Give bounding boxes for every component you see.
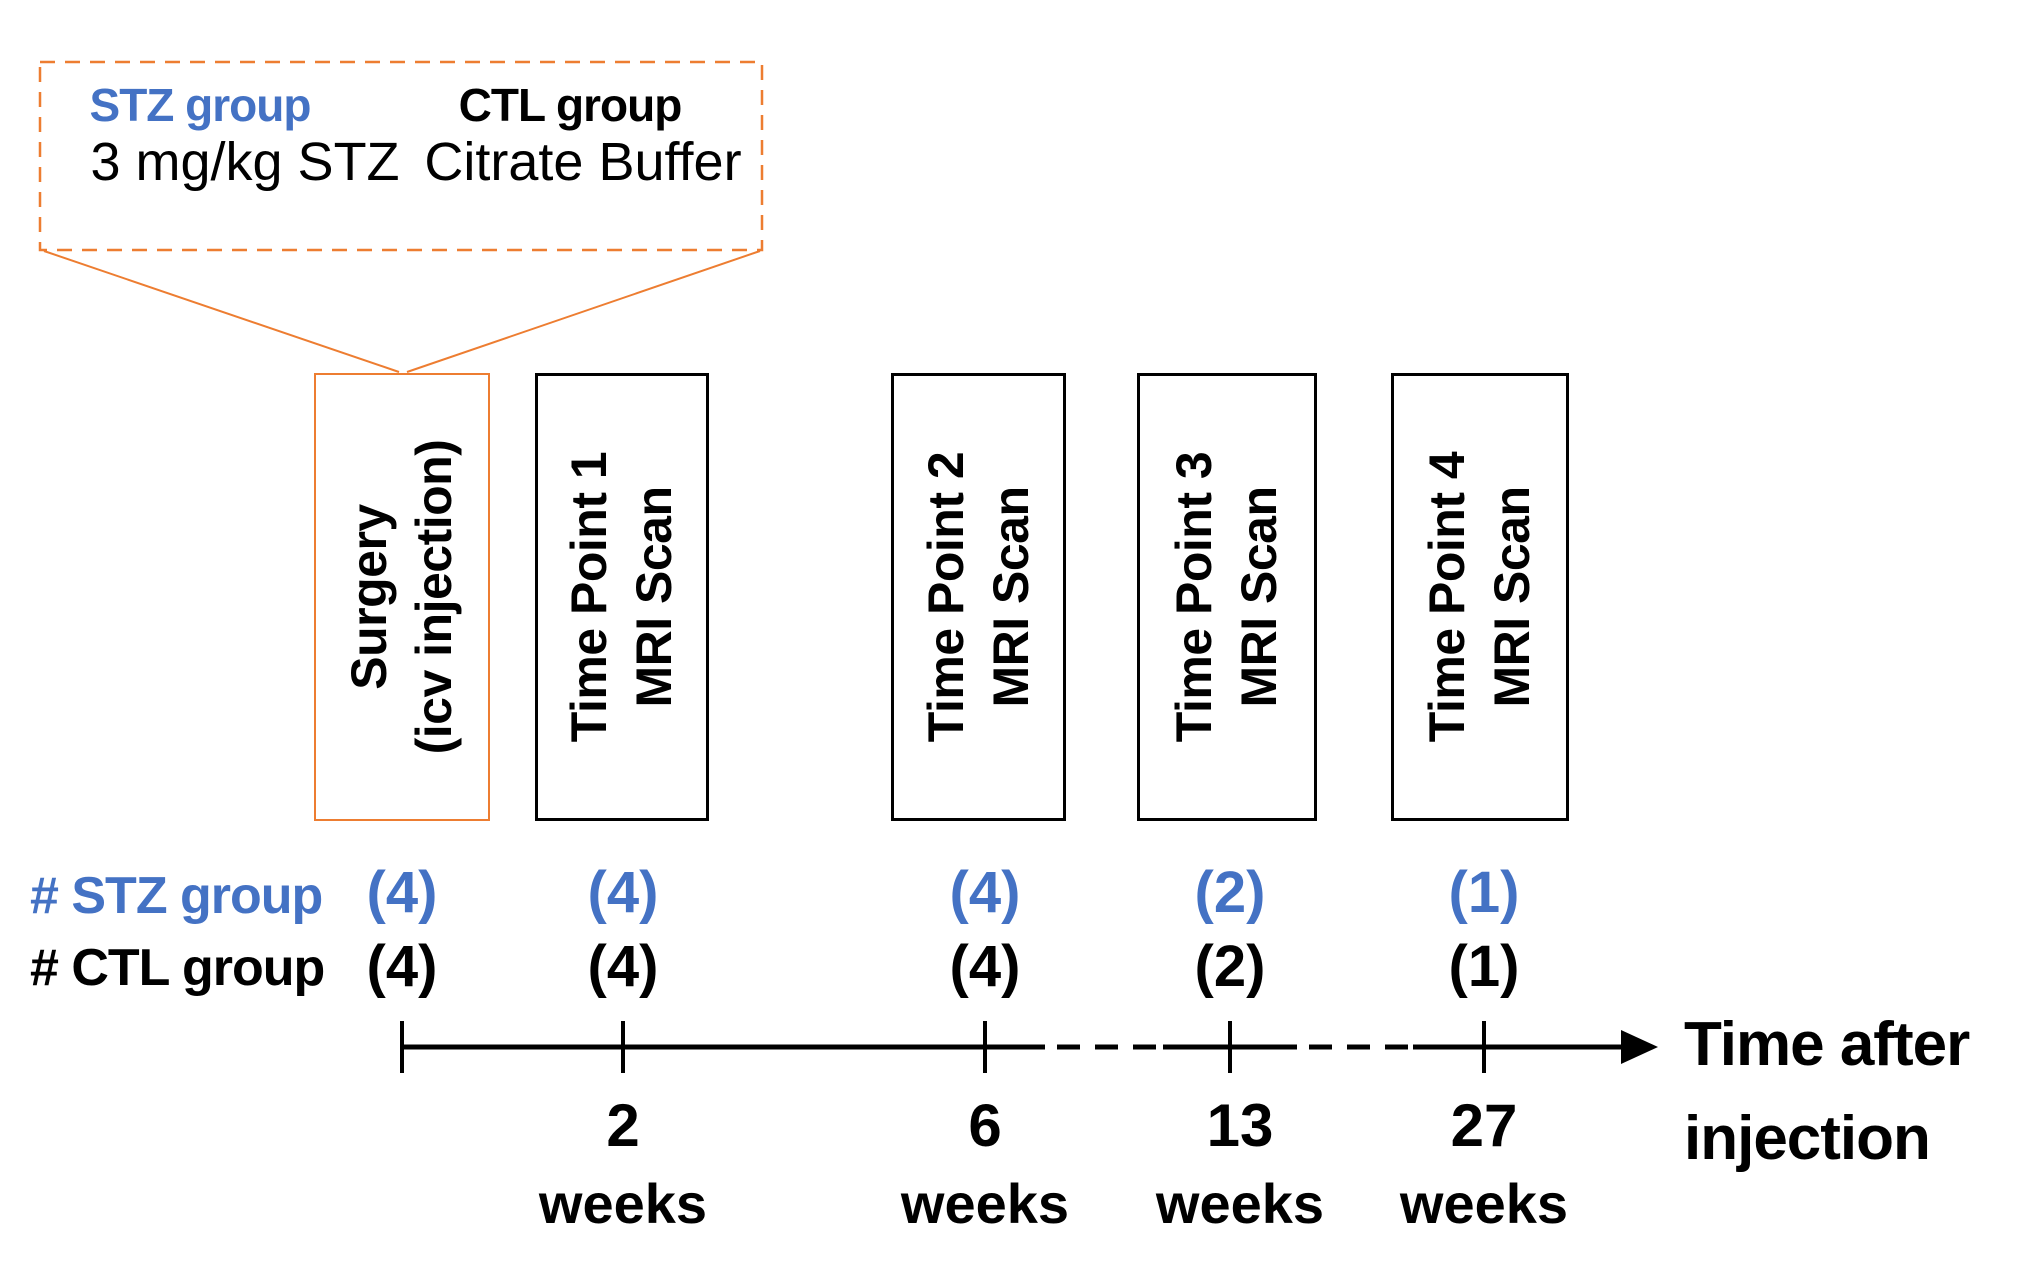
timepoint-4-line2: MRI Scan bbox=[1484, 486, 1540, 708]
axis-label-line2: injection bbox=[1684, 1104, 1931, 1174]
timepoint-2-line1: Time Point 2 bbox=[917, 451, 974, 743]
ctl-count-timepoint-2: (4) bbox=[949, 934, 1021, 999]
timepoint-1-line2: MRI Scan bbox=[626, 486, 682, 708]
axis-label-line1: Time after bbox=[1684, 1010, 1970, 1079]
timepoint-1-box: Time Point 1 MRI Scan bbox=[535, 373, 709, 821]
legend-ctl-treatment-label: Citrate Buffer bbox=[424, 132, 742, 192]
stz-count-timepoint-4: (1) bbox=[1448, 860, 1520, 925]
legend-stz-group-label: STZ group bbox=[89, 79, 312, 131]
timepoint-2-line2: MRI Scan bbox=[982, 486, 1039, 708]
ctl-group-row-label: # CTL group bbox=[30, 939, 325, 997]
timepoint-1-box-label: Time Point 1 MRI Scan bbox=[557, 373, 687, 821]
week-number-timepoint-1: 2 bbox=[606, 1092, 640, 1159]
legend-stz-treatment-label: 3 mg/kg STZ bbox=[90, 132, 400, 192]
ctl-count-surgery: (4) bbox=[366, 934, 438, 999]
timepoint-3-line2: MRI Scan bbox=[1231, 486, 1287, 708]
week-number-timepoint-3: 13 bbox=[1206, 1092, 1274, 1159]
callout-pointer-right-line bbox=[406, 250, 761, 373]
week-unit-timepoint-3: weeks bbox=[1155, 1172, 1325, 1235]
timepoint-4-box: Time Point 4 MRI Scan bbox=[1391, 373, 1569, 821]
axis-arrowhead-icon bbox=[1621, 1030, 1658, 1064]
legend-dashed-border bbox=[38, 60, 764, 252]
timepoint-2-box-label: Time Point 2 MRI Scan bbox=[914, 373, 1044, 821]
stz-group-row-label: # STZ group bbox=[30, 867, 323, 925]
timepoint-3-box-label: Time Point 3 MRI Scan bbox=[1162, 373, 1292, 821]
timepoint-3-line1: Time Point 3 bbox=[1166, 451, 1222, 743]
timepoint-2-box: Time Point 2 MRI Scan bbox=[891, 373, 1066, 821]
timepoint-1-line1: Time Point 1 bbox=[561, 451, 617, 743]
surgery-line1: Surgery bbox=[341, 504, 397, 690]
week-unit-timepoint-1: weeks bbox=[538, 1172, 708, 1235]
stz-count-timepoint-2: (4) bbox=[949, 860, 1021, 925]
legend-ctl-group-label: CTL group bbox=[458, 79, 683, 131]
timepoint-4-box-label: Time Point 4 MRI Scan bbox=[1415, 373, 1545, 821]
surgery-box-label: Surgery (icv injection) bbox=[337, 373, 467, 821]
ctl-count-timepoint-4: (1) bbox=[1448, 934, 1520, 999]
time-after-injection-label: Time after injection bbox=[1684, 998, 1970, 1186]
timepoint-3-box: Time Point 3 MRI Scan bbox=[1137, 373, 1317, 821]
stz-count-timepoint-3: (2) bbox=[1194, 860, 1266, 925]
stz-count-timepoint-1: (4) bbox=[587, 860, 659, 925]
surgery-box: Surgery (icv injection) bbox=[314, 373, 490, 821]
ctl-count-timepoint-1: (4) bbox=[587, 934, 659, 999]
week-number-timepoint-2: 6 bbox=[968, 1092, 1002, 1159]
timepoint-4-line1: Time Point 4 bbox=[1419, 451, 1475, 743]
week-unit-timepoint-2: weeks bbox=[900, 1172, 1070, 1235]
ctl-count-timepoint-3: (2) bbox=[1194, 934, 1266, 999]
week-number-timepoint-4: 27 bbox=[1450, 1092, 1518, 1159]
week-unit-timepoint-4: weeks bbox=[1399, 1172, 1569, 1235]
stz-count-surgery: (4) bbox=[366, 860, 438, 925]
callout-pointer-left-line bbox=[43, 250, 400, 373]
surgery-line2: (icv injection) bbox=[406, 439, 462, 755]
